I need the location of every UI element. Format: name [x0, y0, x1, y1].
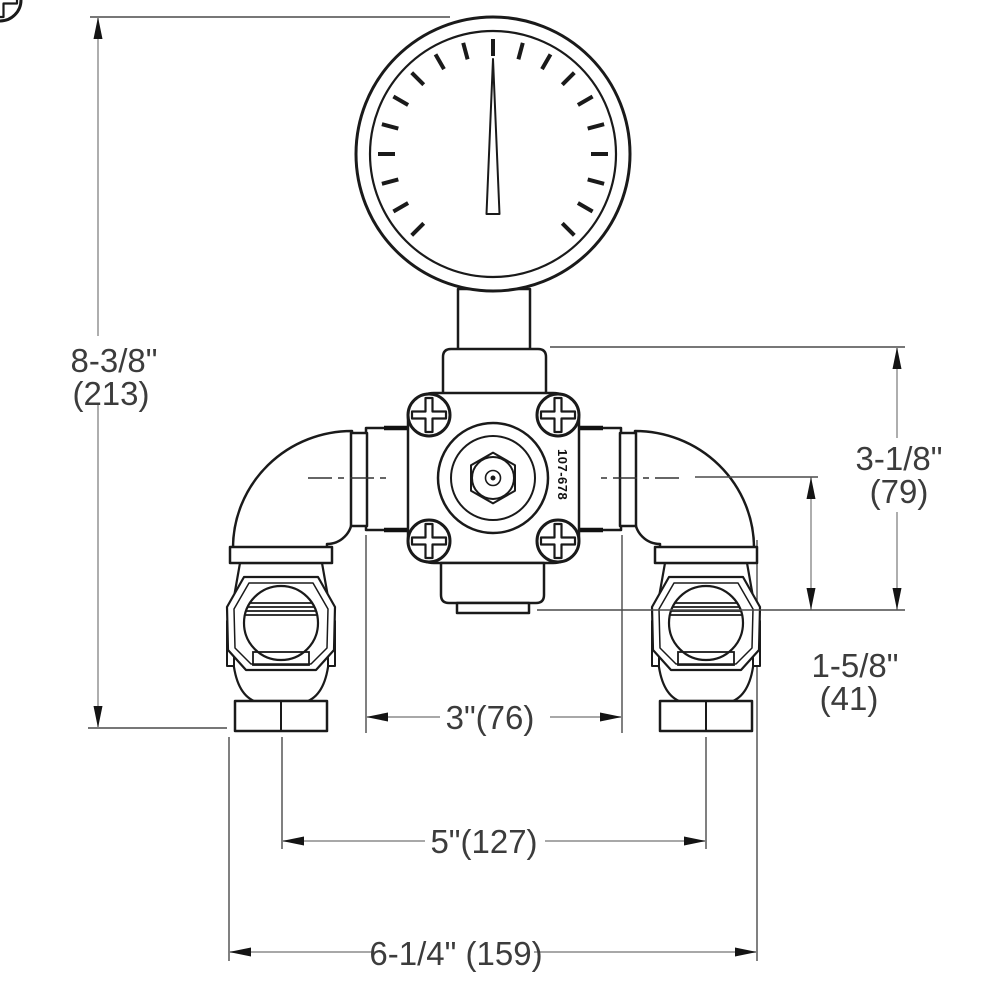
dim-label-port-span: 3"(76): [446, 699, 535, 736]
right-check-valve: [650, 545, 762, 733]
dim-overall-height: 8-3/8" (213): [71, 17, 158, 728]
arrowhead-down: [93, 706, 103, 728]
screw-bottom-right: [535, 518, 581, 564]
screw-top-right: [535, 392, 581, 438]
arrowhead-down: [892, 588, 902, 610]
pressure-gauge: [354, 15, 632, 293]
gauge-needle: [485, 58, 501, 215]
body-bottom-port: [439, 561, 546, 605]
screw-top-left: [406, 392, 452, 438]
arrowhead-up: [892, 347, 902, 369]
dim-label-overall-height-mm: (213): [72, 375, 149, 412]
dim-valve-span: 5"(127): [282, 823, 706, 860]
dim-label-overall-width: 6-1/4" (159): [369, 935, 542, 972]
right-port-and-elbow: [578, 428, 754, 553]
arrowhead-right: [735, 947, 757, 957]
arrowhead-right: [600, 712, 622, 722]
dim-overall-width: 6-1/4" (159): [229, 935, 757, 972]
valve-top-flange: [228, 545, 334, 565]
dim-label-outlet-drop-mm: (41): [820, 680, 879, 717]
arrowhead-up: [806, 477, 816, 499]
arrowhead-down: [806, 588, 816, 610]
valve-manifold-body: 107-678: [0, 0, 581, 615]
valve-screw-cap: [242, 584, 320, 662]
left-port-and-elbow: [231, 425, 411, 555]
arrowhead-up: [93, 17, 103, 39]
dim-label-body-height-mm: (79): [870, 473, 929, 510]
elbow-pipe: [231, 429, 354, 555]
screw-bottom-left: [406, 518, 452, 564]
dim-body-height: 3-1/8" (79): [856, 347, 943, 610]
gauge-stem: [456, 287, 532, 353]
valve-cap-band: [252, 651, 310, 666]
dim-label-outlet-drop-in: 1-5/8": [812, 647, 899, 684]
arrowhead-left: [229, 947, 251, 957]
dim-outlet-drop: 1-5/8" (41): [806, 477, 899, 717]
center-pin-dot: [490, 475, 496, 481]
gauge-ticks: [378, 39, 608, 237]
left-check-valve: [225, 545, 337, 733]
extension-lines: [88, 16, 905, 961]
dim-label-overall-height-in: 8-3/8": [71, 342, 158, 379]
dim-label-body-height-in: 3-1/8": [856, 440, 943, 477]
part-number-label: 107-678: [555, 449, 570, 500]
arrowhead-left: [366, 712, 388, 722]
arrowhead-right: [684, 836, 706, 846]
body-bottom-lip: [455, 601, 531, 615]
dim-label-valve-span: 5"(127): [430, 823, 537, 860]
body-top-port: [441, 347, 548, 397]
side-port: [364, 426, 411, 532]
dim-port-span: 3"(76): [366, 699, 622, 736]
elbow-union-flange: [349, 431, 369, 528]
phillips-screw: [0, 0, 23, 23]
arrowhead-left: [282, 836, 304, 846]
